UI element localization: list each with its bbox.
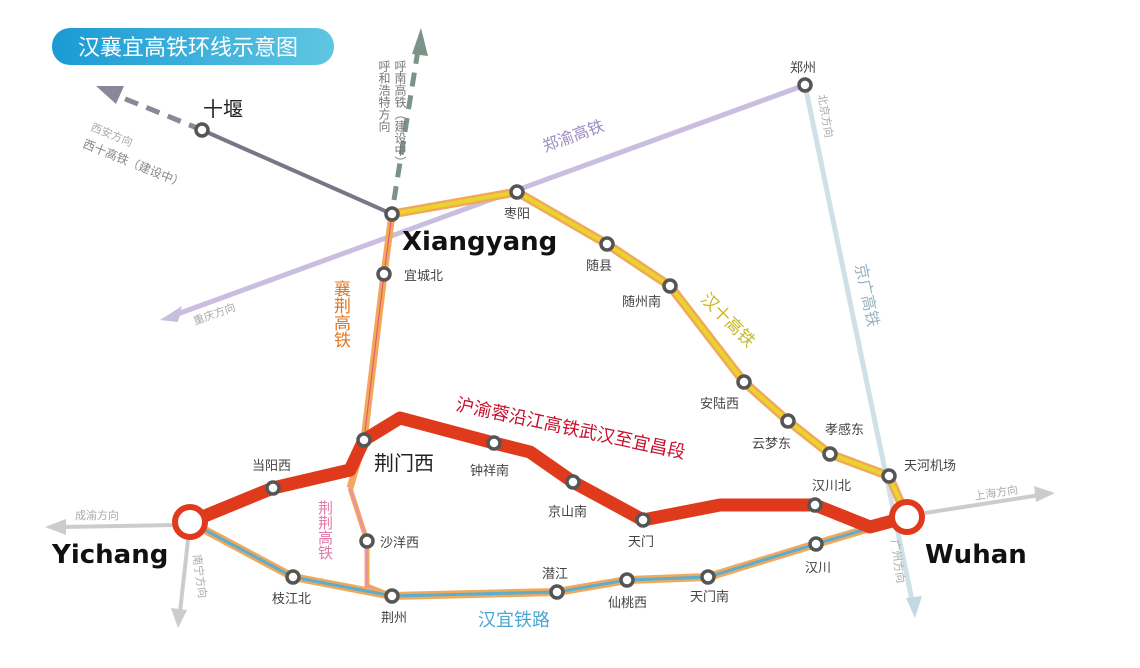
arrow-shanghai-icon [1034,486,1055,502]
station-label: 天河机场 [904,459,956,474]
station-jingmenxi[interactable] [356,432,372,448]
label-dir-hohhot: 呼和浩特方向 [377,60,391,132]
station-yichang[interactable] [172,504,208,540]
station-label: 随县 [586,259,612,274]
title-banner: 汉襄宜高铁环线示意图 [52,28,334,65]
label-dir-beijing: 北京方向 [815,93,836,139]
label-xiangjing: 襄荆高铁 [330,279,351,348]
station-xiaogandong[interactable] [822,446,838,462]
station-label: 枣阳 [504,207,530,222]
station-label: 宜城北 [404,269,443,284]
station-hanchuan[interactable] [808,536,824,552]
label-zhengyu: 郑渝高铁 [540,116,607,156]
station-label: 天门南 [690,589,729,605]
station-label: 潜江 [542,567,568,582]
station-label: 荆门西 [374,451,434,475]
station-label: 仙桃西 [608,596,647,611]
station-label: 孝感东 [825,422,864,438]
station-wuhan[interactable] [889,499,925,535]
label-hanyi: 汉宜铁路 [478,610,550,631]
label-dir-chengyu: 成渝方向 [75,508,119,522]
station-suixian[interactable] [599,236,615,252]
arrow-chongqing-icon [160,306,182,322]
label-dir-nanning: 南宁方向 [190,553,210,599]
station-label: 沙洋西 [380,536,419,551]
station-tianmen[interactable] [635,512,651,528]
map-title: 汉襄宜高铁环线示意图 [78,36,298,61]
station-zhongxiangnan[interactable] [486,435,502,451]
station-zaoyang[interactable] [509,184,525,200]
direction-arrows: 成渝方向 南宁方向 上海方向 [45,482,1055,628]
stations: 郑州 十堰 Xiangyang 枣阳 随县 随州南 安陆西 云梦东 孝感东 天河… [51,61,1027,626]
hunan-line: 呼南高铁（建设中） 呼和浩特方向 [377,28,428,201]
station-yunmengdong[interactable] [780,413,796,429]
station-dangyangxi[interactable] [265,480,281,496]
label-dir-guangzhou: 广州方向 [888,538,908,584]
station-label: 天门 [628,535,654,550]
station-label: 钟祥南 [470,463,509,479]
station-zhijiangbei[interactable] [285,569,301,585]
label-hunan: 呼南高铁（建设中） [393,60,407,168]
city-label-wuhan: Wuhan [925,540,1027,570]
station-xiangyang[interactable] [384,206,400,222]
station-qianjiang[interactable] [549,584,565,600]
label-hurong: 沪渝蓉沿江高铁武汉至宜昌段 [454,394,687,463]
station-label: 京山南 [548,504,587,520]
station-hanchuanbei[interactable] [807,497,823,513]
arrow-guangzhou-icon [906,596,922,618]
city-label-yichang: Yichang [51,540,168,570]
station-label: 十堰 [203,97,243,121]
arrow-hohhot-icon [412,28,428,56]
label-jingjing: 荆荆高铁 [316,500,334,560]
station-label: 郑州 [790,61,816,76]
station-label: 荆州 [381,610,407,626]
station-shayangxi[interactable] [359,533,375,549]
station-label: 枝江北 [272,592,311,607]
station-tianmennan[interactable] [700,569,716,585]
station-label: 安陆西 [700,396,739,412]
station-label: 云梦东 [752,437,791,452]
station-yichengbei[interactable] [376,266,392,282]
station-suizhounan[interactable] [662,278,678,294]
hanyi-line: 汉宜铁路 [188,513,909,631]
station-anluxi[interactable] [736,374,752,390]
arrow-xian-icon [96,86,124,104]
station-label: 当阳西 [252,459,291,474]
station-label: 汉川 [805,561,831,576]
city-label-xiangyang: Xiangyang [402,227,557,257]
label-xishi: 西十高铁（建设中） [81,136,187,190]
station-shiyan[interactable] [194,122,210,138]
station-tianhe[interactable] [881,468,897,484]
label-hanshi: 汉十高铁 [696,289,758,351]
station-jingzhou[interactable] [384,588,400,604]
arrow-nanning-icon [171,608,187,628]
station-xiantaoxi[interactable] [619,572,635,588]
station-jingshannan[interactable] [565,474,581,490]
station-zhengzhou[interactable] [797,77,813,93]
station-label: 汉川北 [812,479,851,494]
label-dir-shanghai: 上海方向 [973,482,1019,503]
station-label: 随州南 [622,294,661,310]
arrow-chengyu-icon [45,519,66,535]
